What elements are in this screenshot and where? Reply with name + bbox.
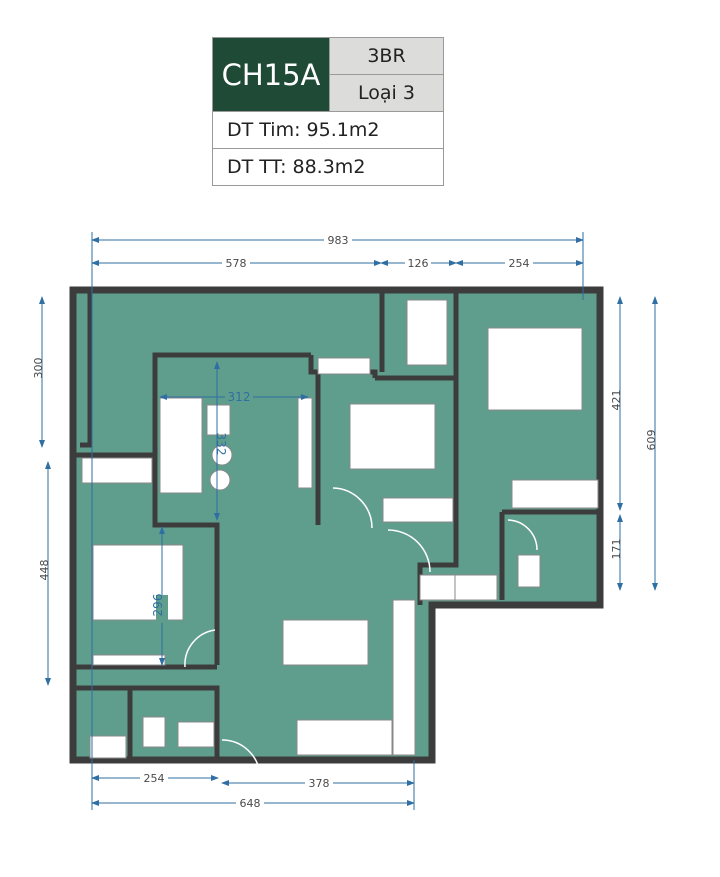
balcony-unit [406,299,448,366]
dim-right-upper: 421 [610,390,623,411]
sofa [159,397,203,494]
bedroom-count: 3BR [329,38,443,74]
furniture [81,299,599,759]
dim-living-depth: 332 [214,433,228,456]
dim-top-total: 983 [328,234,349,247]
dim-top-mid: 126 [408,257,429,270]
armchair [206,404,231,436]
dim-bedroom-depth: 296 [151,594,165,617]
toilet-common [142,716,166,748]
toilet-master [517,554,541,588]
dim-bottom-total: 648 [240,797,261,810]
unit-info-table: CH15A 3BR Loại 3 DT Tim: 95.1m2 DT TT: 8… [212,37,444,186]
fridge [419,574,457,601]
dim-left-upper: 300 [32,358,45,379]
bed-middle [349,403,436,470]
sink-common [177,721,215,748]
dimension-labels: 983 578 126 254 300 448 421 609 171 254 … [32,234,658,810]
dim-bottom-right: 378 [309,777,330,790]
gross-area: DT Tim: 95.1m2 [213,111,443,148]
kitchen-counter [392,599,416,756]
aircon [317,357,371,375]
dim-bottom-left: 254 [144,772,165,785]
apartment-floor [69,286,604,764]
dim-top-right: 254 [509,257,530,270]
bed-master [487,327,583,411]
net-area: DT TT: 88.3m2 [213,148,443,185]
dim-top-left: 578 [226,257,247,270]
wardrobe-middle [382,497,454,523]
dim-right-lower: 171 [610,539,623,560]
bed-left [92,544,184,621]
door-swings [184,487,538,776]
dining-table [282,619,369,666]
dim-right-total: 609 [645,430,658,451]
unit-type: Loại 3 [329,74,443,111]
desk [81,457,153,484]
interior-walls [75,292,598,760]
wardrobe-master [511,479,599,509]
tv-console [297,397,313,489]
unit-code: CH15A [213,38,329,111]
wardrobe-left [92,654,166,666]
cabinet [296,719,393,756]
shower [89,735,127,759]
washing-machine [454,574,498,601]
dim-living-width: 312 [228,390,251,404]
dim-left-lower: 448 [38,560,51,581]
